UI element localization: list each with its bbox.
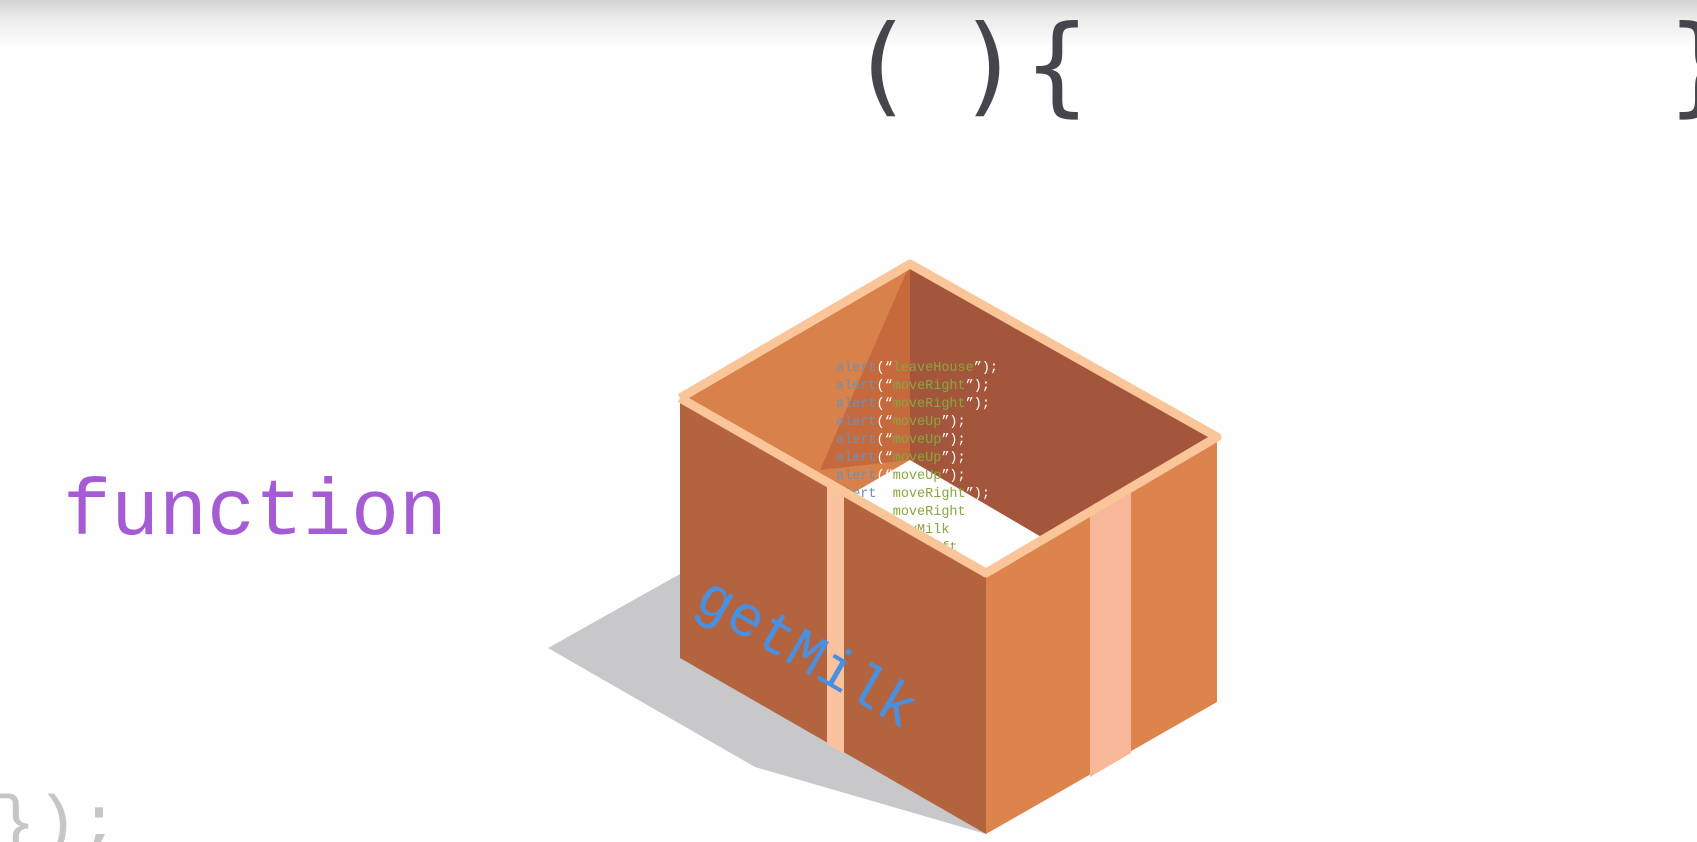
code-line: alert(“moveUp”); — [836, 450, 998, 468]
code-punctuation: (“ — [876, 523, 893, 538]
code-string: moveUp — [892, 415, 942, 430]
code-punctuation: (“ — [876, 505, 893, 520]
parens-open-brace: ( ){ — [862, 3, 1106, 128]
code-punctuation: (“ — [876, 469, 893, 484]
code-call: alert — [836, 505, 877, 520]
code-line: alert(“moveUp”); — [836, 468, 998, 486]
code-punctuation: ”); — [941, 433, 966, 448]
code-punctuation: ”); — [965, 397, 990, 412]
code-string: moveUp — [892, 433, 942, 448]
code-string: moveLeft — [892, 541, 958, 556]
code-punctuation: ”); — [949, 523, 974, 538]
code-call: alert — [836, 397, 877, 412]
code-call: alert — [836, 487, 877, 502]
function-keyword: function — [63, 468, 448, 559]
code-string: buyMilk — [892, 523, 950, 538]
code-string: moveRight — [892, 379, 966, 394]
code-line: alert(“buyMilk”); — [836, 522, 998, 540]
code-punctuation: ”); — [957, 541, 982, 556]
code-listing: alert(“leaveHouse”);alert(“moveRight”);a… — [836, 360, 998, 558]
code-call: alert — [836, 379, 877, 394]
code-call: alert — [836, 469, 877, 484]
code-punctuation: ”); — [965, 487, 990, 502]
code-punctuation: (“ — [876, 433, 893, 448]
code-string: leaveHouse — [892, 361, 974, 376]
code-string: moveRight — [892, 487, 966, 502]
code-call: alert — [836, 433, 877, 448]
code-call: alert — [836, 523, 877, 538]
code-line: alert(“moveRight”); — [836, 486, 998, 504]
closing-brace: } — [1666, 12, 1697, 120]
code-punctuation: (“ — [876, 415, 893, 430]
code-punctuation: (“ — [876, 361, 893, 376]
code-punctuation: (“ — [876, 451, 893, 466]
code-punctuation: ”); — [941, 415, 966, 430]
code-string: moveUp — [892, 469, 942, 484]
code-punctuation: ”); — [965, 505, 990, 520]
code-line: alert(“moveRight”); — [836, 504, 998, 522]
code-punctuation: (“ — [876, 487, 893, 502]
code-line: alert(“leaveHouse”); — [836, 360, 998, 378]
code-punctuation: ”); — [941, 469, 966, 484]
code-call: alert — [836, 361, 877, 376]
code-punctuation: ”); — [941, 451, 966, 466]
code-punctuation: ”); — [973, 361, 999, 376]
code-call: alert — [836, 541, 877, 556]
code-punctuation: (“ — [876, 379, 893, 394]
code-punctuation: ”); — [965, 379, 990, 394]
code-line: alert(“moveRight”); — [836, 378, 998, 396]
corner-code-fragment: }); — [0, 787, 121, 842]
code-line: alert(“moveUp”); — [836, 414, 998, 432]
code-line: alert(“moveLeft”); — [836, 540, 998, 558]
code-line: alert(“moveRight”); — [836, 396, 998, 414]
code-punctuation: (“ — [876, 397, 893, 412]
code-string: moveRight — [892, 397, 966, 412]
top-edge-shadow — [0, 0, 1697, 48]
code-punctuation: (“ — [876, 541, 893, 556]
code-string: moveUp — [892, 451, 942, 466]
code-call: alert — [836, 451, 877, 466]
code-line: alert(“moveUp”); — [836, 432, 998, 450]
code-string: moveRight — [892, 505, 966, 520]
code-call: alert — [836, 415, 877, 430]
